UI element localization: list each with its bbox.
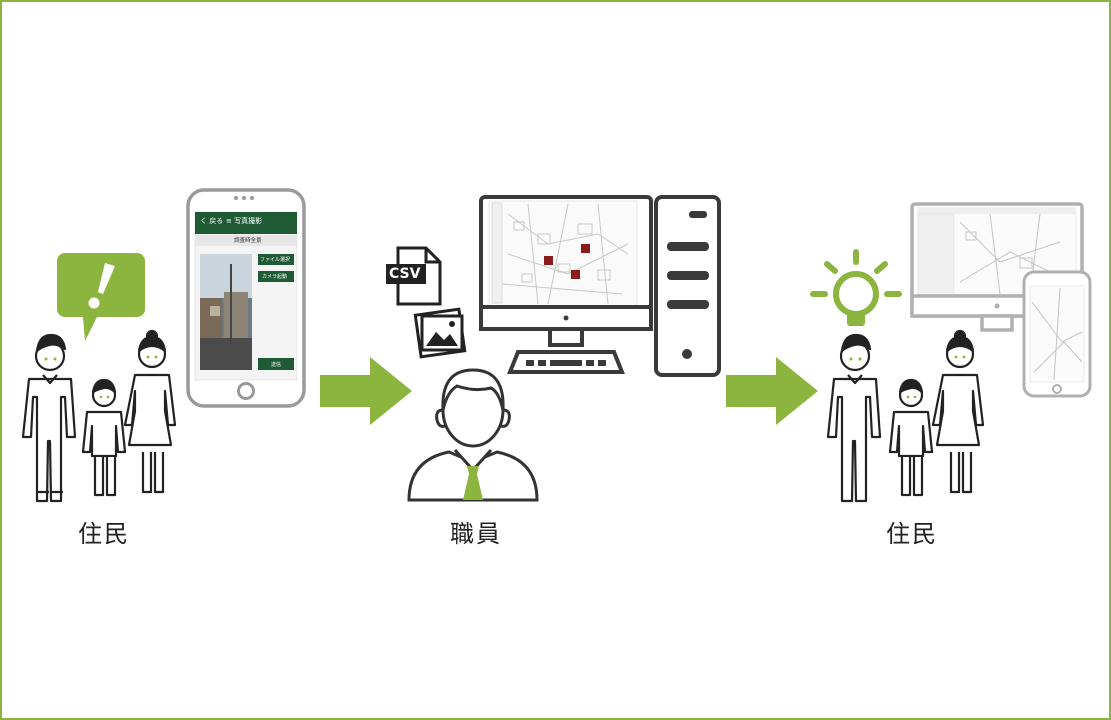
csv-label: CSV [389, 266, 421, 282]
child-figure [81, 378, 127, 497]
staff-figure [407, 368, 539, 502]
residents-group-left [21, 253, 177, 503]
woman-figure [931, 329, 985, 494]
map-screen [491, 202, 629, 305]
gis-devices [910, 202, 1092, 398]
app-title: ≡ 写真撮影 [226, 217, 263, 225]
staff-label: 職員 [450, 520, 502, 548]
child-figure [888, 378, 934, 497]
map-markers [544, 244, 590, 279]
smartphone-frame [186, 188, 306, 408]
exclamation-speech-bubble-icon [57, 253, 145, 341]
arrow-right-icon [726, 357, 818, 425]
man-figure [826, 333, 882, 503]
submit-button: 送信 [271, 362, 282, 368]
smartphone-app: く 戻る ≡ 写真撮影 調査時全景 ファイル選択 カメラ起動 送信 [186, 188, 306, 408]
csv-file-icon [386, 246, 442, 306]
residents-label-right: 住民 [886, 520, 938, 548]
app-subtitle: 調査時全景 [234, 238, 262, 244]
woman-figure [123, 329, 177, 494]
man-figure [21, 333, 77, 503]
residents-label-left: 住民 [78, 520, 130, 548]
photo-file-icon [413, 307, 467, 359]
camera-button: カメラ起動 [262, 274, 288, 280]
lightbulb-icon [810, 249, 902, 326]
file-select-button: ファイル選択 [260, 257, 291, 263]
arrow-right-icon [320, 357, 412, 425]
app-back-button: く 戻る [200, 217, 224, 225]
residents-group-right [826, 329, 985, 503]
desktop-computer [479, 195, 721, 377]
